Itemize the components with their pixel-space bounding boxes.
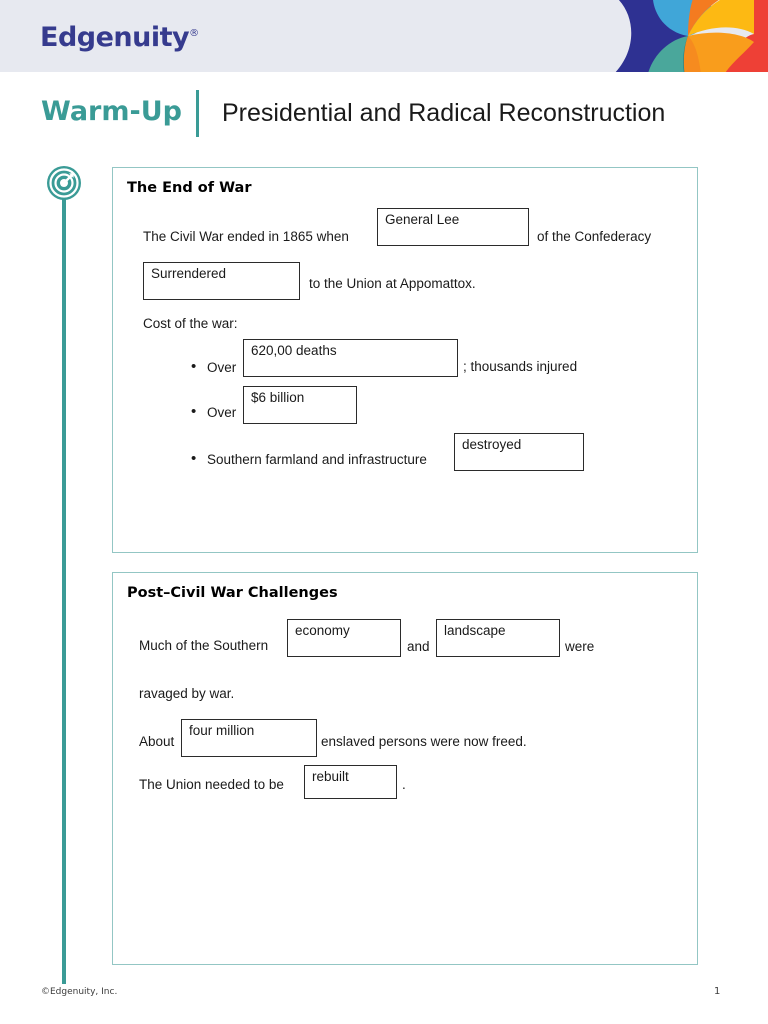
- text-civil-war-ended: The Civil War ended in 1865 when: [143, 229, 349, 244]
- text-and: and: [407, 639, 430, 654]
- answer-box-general-lee[interactable]: General Lee: [377, 208, 529, 246]
- answer-box-deaths[interactable]: 620,00 deaths: [243, 339, 458, 377]
- title-row: Warm-Up Presidential and Radical Reconst…: [0, 90, 768, 138]
- text-were: were: [565, 639, 595, 654]
- text-about: About: [139, 734, 175, 749]
- footer-page-number: 1: [714, 986, 721, 997]
- answer-box-economy[interactable]: economy: [287, 619, 401, 657]
- text-over-deaths: Over: [207, 360, 237, 375]
- text-union-needed-rebuilt: The Union needed to be: [139, 777, 284, 792]
- target-bullseye-icon: [47, 166, 81, 200]
- bullet-marker: •: [191, 450, 197, 467]
- card-title: The End of War: [127, 180, 252, 196]
- card-title: Post–Civil War Challenges: [127, 585, 338, 601]
- answer-box-rebuilt[interactable]: rebuilt: [304, 765, 397, 799]
- text-of-the-confederacy: of the Confederacy: [537, 229, 652, 244]
- edgenuity-logo-wordmark: Edgenuity®: [40, 22, 199, 53]
- title-divider: [196, 90, 199, 137]
- bullet-marker: •: [191, 358, 197, 375]
- answer-box-landscape[interactable]: landscape: [436, 619, 560, 657]
- text-to-the-union: to the Union at Appomattox.: [309, 276, 476, 291]
- answer-box-surrendered[interactable]: Surrendered: [143, 262, 300, 300]
- left-rail: [46, 165, 82, 985]
- header-band: Edgenuity®: [0, 0, 768, 72]
- page-title: Presidential and Radical Reconstruction: [222, 99, 666, 127]
- text-ravaged-by-war: ravaged by war.: [139, 686, 235, 701]
- text-over-cost: Over: [207, 405, 237, 420]
- text-enslaved-persons-freed: enslaved persons were now freed.: [321, 734, 527, 749]
- text-southern-farmland: Southern farmland and infrastructure: [207, 452, 427, 467]
- card-end-of-war: The End of War The Civil War ended in 18…: [112, 167, 698, 553]
- brand-name: Edgenuity: [40, 22, 190, 53]
- bullet-marker: •: [191, 403, 197, 420]
- answer-box-cost[interactable]: $6 billion: [243, 386, 357, 424]
- answer-box-destroyed[interactable]: destroyed: [454, 433, 584, 471]
- text-period: .: [402, 777, 406, 792]
- edgenuity-petal-logo-icon: [615, 0, 768, 72]
- registered-trademark-icon: ®: [189, 28, 199, 39]
- rail-vertical-line: [62, 198, 66, 984]
- card-post-civil-war-challenges: Post–Civil War Challenges Much of the So…: [112, 572, 698, 965]
- answer-box-four-million[interactable]: four million: [181, 719, 317, 757]
- text-cost-of-the-war: Cost of the war:: [143, 316, 238, 331]
- text-much-of-southern: Much of the Southern: [139, 638, 269, 653]
- page-eyebrow-warmup: Warm-Up: [41, 96, 182, 127]
- text-thousands-injured: ; thousands injured: [463, 359, 578, 374]
- footer-copyright: ©Edgenuity, Inc.: [41, 987, 118, 997]
